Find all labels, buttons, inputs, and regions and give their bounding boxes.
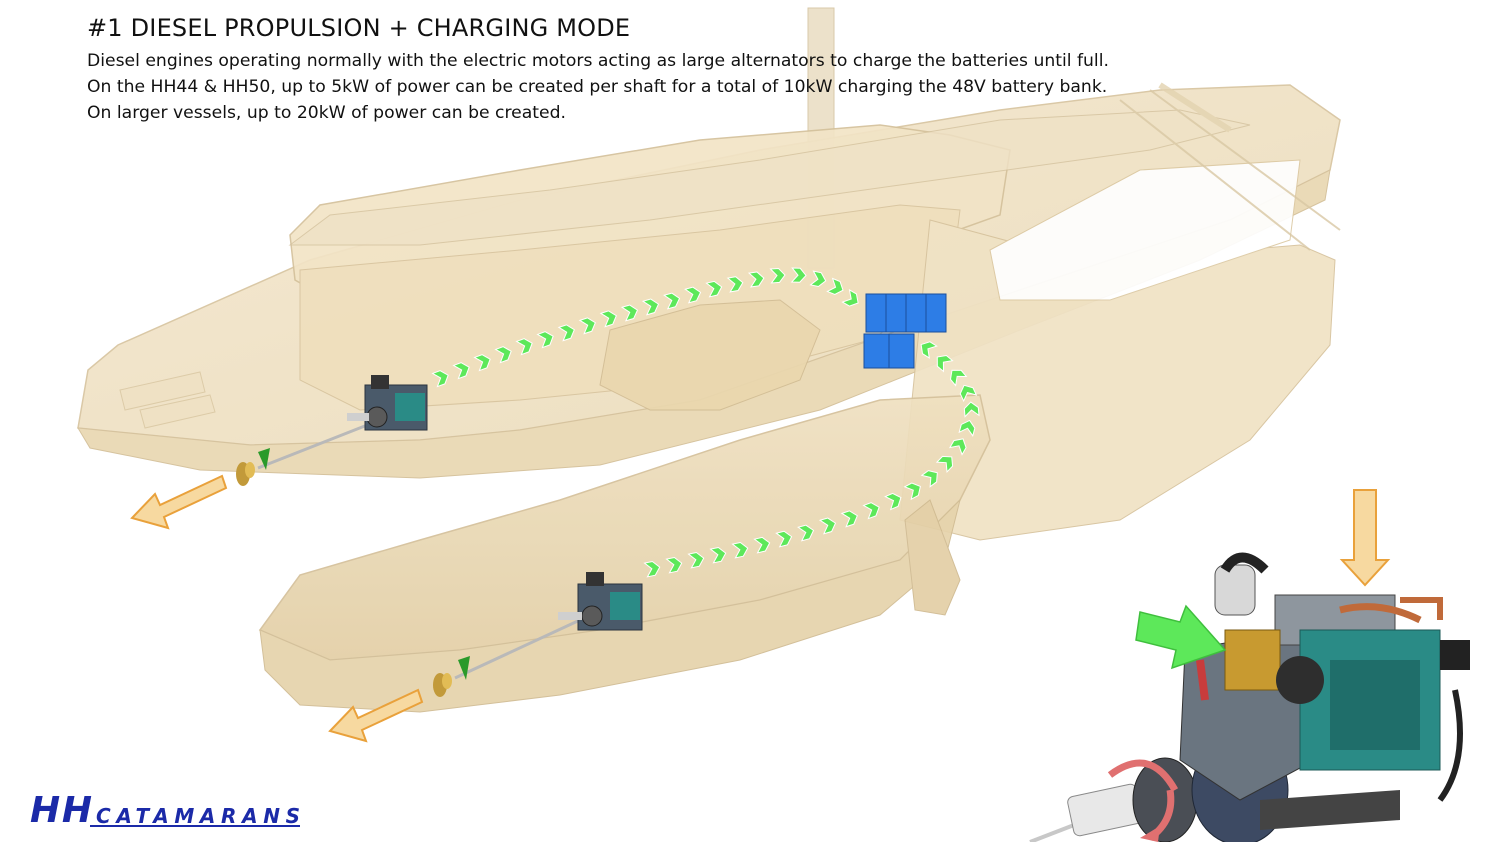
stern-steps: [119, 371, 216, 429]
shafts: [257, 418, 581, 680]
hh-catamarans-logo: HH CATAMARANS: [30, 790, 300, 831]
rotation-arrow-icon: [1107, 759, 1179, 842]
thrust-arrow-icon: [130, 474, 228, 530]
diesel-input-arrow: [1339, 489, 1391, 587]
battery-bank-icon: [863, 293, 947, 369]
motor-flow-arrow: [1135, 604, 1227, 670]
slide-description: Diesel engines operating normally with t…: [87, 48, 1109, 126]
thrust-arrow-icon: [328, 688, 424, 743]
description-line-1: Diesel engines operating normally with t…: [87, 51, 1109, 71]
lower-hull: [258, 394, 991, 713]
propeller-icon: [236, 448, 270, 486]
description-line-2: On the HH44 & HH50, up to 5kW of power c…: [87, 77, 1108, 97]
hardtop: [288, 82, 1341, 251]
svg-text:CATAMARANS: CATAMARANS: [96, 804, 300, 828]
svg-text:HH: HH: [30, 790, 92, 831]
engine-icon: [347, 375, 428, 431]
slide-title: #1 DIESEL PROPULSION + CHARGING MODE: [87, 14, 631, 42]
engine-detail: [1029, 552, 1470, 842]
description-line-3: On larger vessels, up to 20kW of power c…: [87, 103, 566, 123]
engine-icon: [558, 572, 643, 631]
propeller-icon: [433, 656, 470, 697]
